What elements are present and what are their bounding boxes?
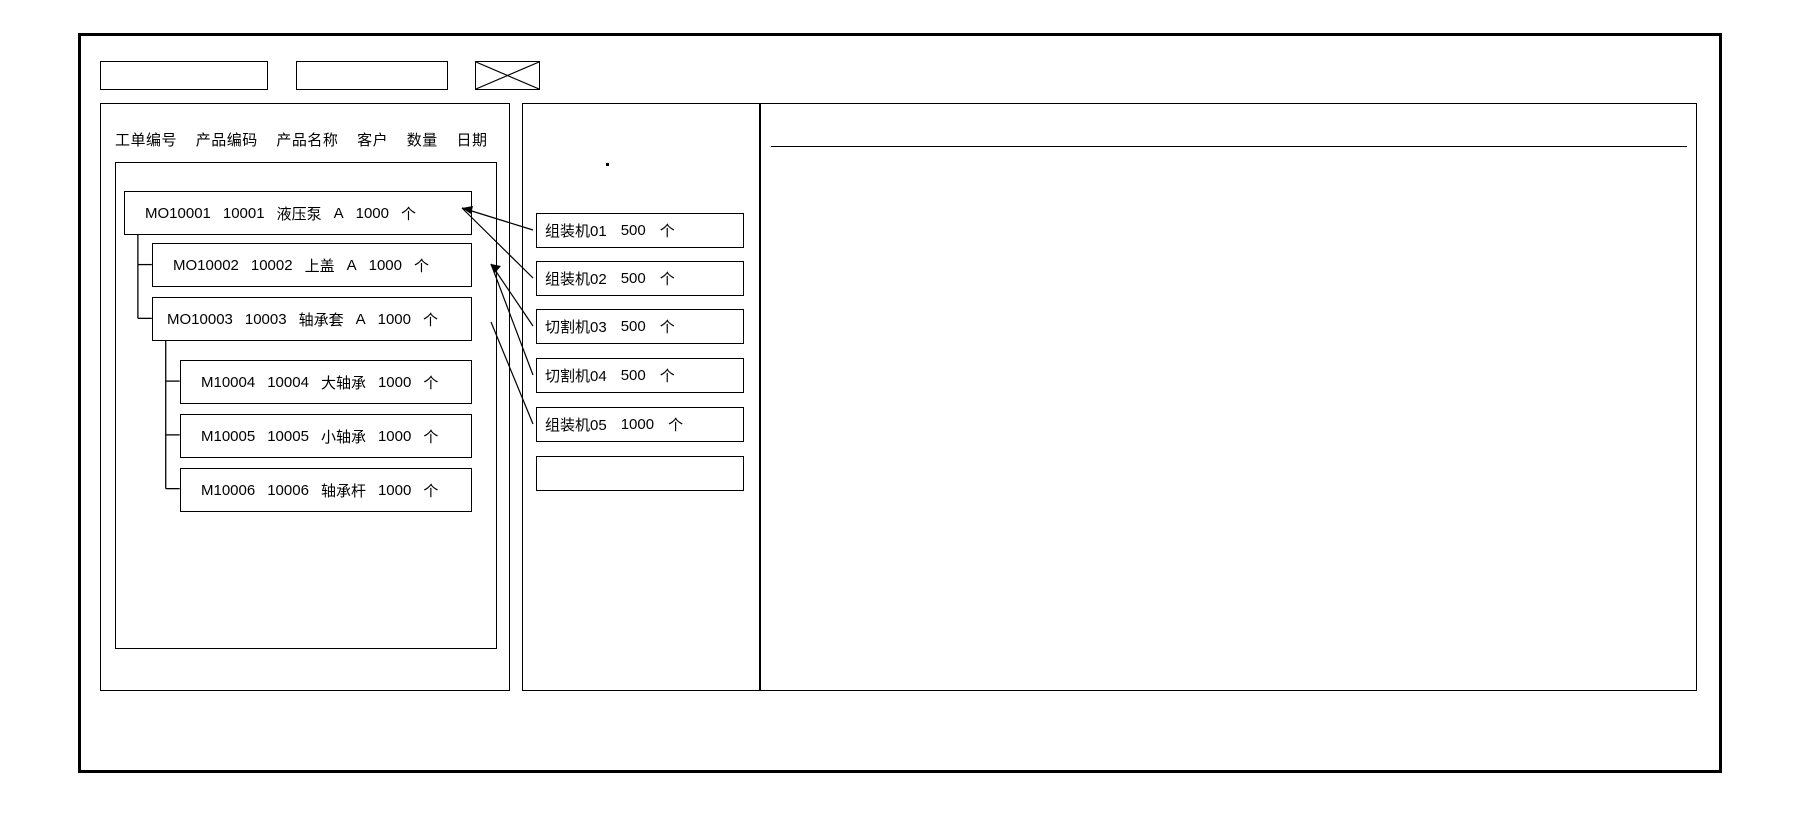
operation-quantity: 500 bbox=[620, 367, 646, 384]
detail-panel bbox=[760, 103, 1697, 691]
row-unit: 个 bbox=[423, 374, 439, 392]
column-header-product-code: 产品编码 bbox=[195, 132, 258, 149]
work-order-row[interactable]: MO10001 10001 液压泵 A 1000 个 bbox=[124, 191, 472, 235]
operation-row[interactable]: 组装机02 500 个 bbox=[536, 261, 744, 296]
work-order-list-panel: 工单编号 产品编码 产品名称 客户 数量 日期 MO10001 10001 bbox=[100, 103, 510, 691]
operation-row-empty[interactable] bbox=[536, 456, 744, 491]
row-unit: 个 bbox=[414, 257, 430, 275]
application-window: 工单编号 产品编码 产品名称 客户 数量 日期 MO10001 10001 bbox=[78, 33, 1722, 773]
operation-machine: 切割机03 bbox=[545, 319, 607, 336]
operation-machine: 组装机05 bbox=[545, 417, 607, 434]
cross-lines-icon bbox=[476, 62, 539, 89]
row-quantity: 1000 bbox=[355, 204, 389, 222]
work-order-row[interactable]: M10004 10004 大轴承 1000 个 bbox=[180, 360, 472, 404]
operation-quantity: 500 bbox=[620, 222, 646, 239]
operation-unit: 个 bbox=[659, 319, 675, 336]
row-product-code: 10001 bbox=[222, 204, 265, 222]
row-product-code: 10002 bbox=[250, 256, 293, 274]
work-order-tree: MO10001 10001 液压泵 A 1000 个 MO10002 10002… bbox=[115, 162, 497, 649]
operation-unit: 个 bbox=[668, 417, 684, 434]
operation-row[interactable]: 组装机05 1000 个 bbox=[536, 407, 744, 442]
work-order-row[interactable]: MO10002 10002 上盖 A 1000 个 bbox=[152, 243, 472, 287]
operation-row[interactable]: 组装机01 500 个 bbox=[536, 213, 744, 248]
row-product-name: 液压泵 bbox=[276, 205, 322, 223]
row-product-name: 大轴承 bbox=[320, 374, 366, 392]
row-order-no: MO10002 bbox=[173, 256, 239, 274]
column-header-customer: 客户 bbox=[357, 132, 389, 149]
row-order-no: M10004 bbox=[201, 373, 256, 391]
row-product-name: 轴承套 bbox=[298, 311, 344, 329]
tree-connector-lines bbox=[137, 234, 180, 490]
row-unit: 个 bbox=[423, 428, 439, 446]
row-product-name: 轴承杆 bbox=[320, 482, 366, 500]
column-headers: 工单编号 产品编码 产品名称 客户 数量 日期 bbox=[115, 129, 497, 153]
operation-quantity: 500 bbox=[620, 318, 646, 335]
row-customer: A bbox=[333, 204, 344, 222]
operation-row[interactable]: 切割机03 500 个 bbox=[536, 309, 744, 344]
work-order-row[interactable]: M10006 10006 轴承杆 1000 个 bbox=[180, 468, 472, 512]
operation-machine: 切割机04 bbox=[545, 368, 607, 385]
row-quantity: 1000 bbox=[377, 481, 412, 499]
operation-unit: 个 bbox=[659, 271, 675, 288]
detail-panel-header bbox=[771, 120, 1687, 147]
row-quantity: 1000 bbox=[377, 373, 412, 391]
work-order-row[interactable]: MO10003 10003 轴承套 A 1000 个 bbox=[152, 297, 472, 341]
row-order-no: MO10001 bbox=[145, 204, 211, 222]
operation-row[interactable]: 切割机04 500 个 bbox=[536, 358, 744, 393]
row-product-code: 10005 bbox=[267, 427, 309, 445]
column-header-date: 日期 bbox=[456, 132, 488, 149]
panel-dot-marker bbox=[606, 163, 609, 166]
row-unit: 个 bbox=[423, 311, 439, 329]
operation-quantity: 500 bbox=[620, 270, 646, 287]
operation-machine: 组装机02 bbox=[545, 271, 607, 288]
toolbar bbox=[100, 61, 600, 93]
column-header-quantity: 数量 bbox=[406, 132, 438, 149]
operation-machine: 组装机01 bbox=[545, 223, 607, 240]
toolbar-field-1[interactable] bbox=[100, 61, 268, 90]
row-quantity: 1000 bbox=[377, 310, 411, 328]
row-unit: 个 bbox=[423, 482, 439, 500]
operation-unit: 个 bbox=[659, 368, 675, 385]
operation-unit: 个 bbox=[659, 223, 675, 240]
operation-quantity: 1000 bbox=[620, 416, 655, 433]
column-header-product-name: 产品名称 bbox=[276, 132, 339, 149]
column-header-order-no: 工单编号 bbox=[115, 132, 178, 149]
row-product-name: 上盖 bbox=[304, 257, 335, 275]
row-quantity: 1000 bbox=[377, 427, 412, 445]
operation-list-panel: 组装机01 500 个 组装机02 500 个 切割机03 500 个 切割机0… bbox=[522, 103, 760, 691]
work-order-row[interactable]: M10005 10005 小轴承 1000 个 bbox=[180, 414, 472, 458]
row-order-no: MO10003 bbox=[167, 310, 233, 328]
row-product-name: 小轴承 bbox=[320, 428, 366, 446]
row-quantity: 1000 bbox=[368, 256, 402, 274]
image-placeholder-icon[interactable] bbox=[475, 61, 540, 90]
row-customer: A bbox=[346, 256, 357, 274]
row-order-no: M10006 bbox=[201, 481, 256, 499]
row-unit: 个 bbox=[401, 205, 417, 223]
row-product-code: 10004 bbox=[267, 373, 309, 391]
row-product-code: 10003 bbox=[244, 310, 287, 328]
row-product-code: 10006 bbox=[267, 481, 309, 499]
toolbar-field-2[interactable] bbox=[296, 61, 448, 90]
row-customer: A bbox=[355, 310, 366, 328]
row-order-no: M10005 bbox=[201, 427, 256, 445]
